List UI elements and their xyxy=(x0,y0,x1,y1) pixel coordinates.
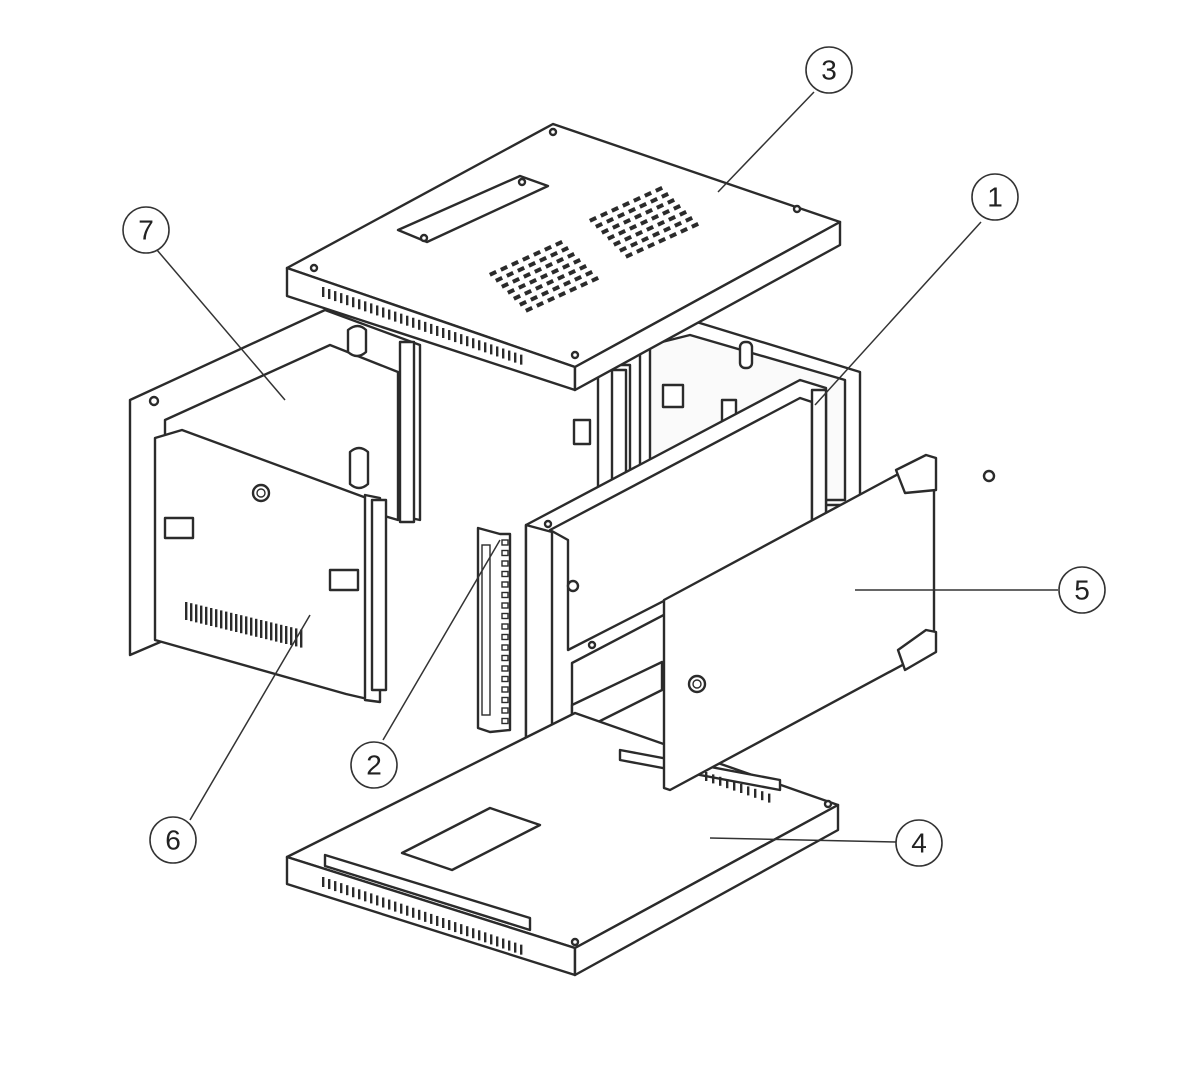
vent-slot xyxy=(245,616,248,635)
front-frame xyxy=(524,378,828,790)
rail-hole xyxy=(501,602,509,609)
vent-slot xyxy=(280,624,283,643)
vent-slot xyxy=(270,622,273,641)
callout-7-label: 7 xyxy=(138,215,154,246)
callout-5: 5 xyxy=(1058,566,1106,614)
vent-slot xyxy=(195,604,198,623)
callout-4-label: 4 xyxy=(911,828,927,859)
rail-hole xyxy=(501,539,509,546)
front-door xyxy=(662,453,996,792)
side-panel xyxy=(153,428,388,704)
mounting-rail-holes xyxy=(501,539,509,725)
vent-slot xyxy=(185,602,188,620)
leader-3 xyxy=(717,91,815,193)
rail-hole xyxy=(501,633,509,641)
leader-6 xyxy=(189,614,311,821)
vent-slot xyxy=(240,615,243,634)
vent-slot xyxy=(265,621,268,640)
rail-hole xyxy=(501,665,509,672)
rail-hole xyxy=(501,654,509,662)
vent-slot xyxy=(235,614,238,632)
callout-7: 7 xyxy=(122,206,170,254)
rail-hole xyxy=(501,675,509,683)
vent-slot xyxy=(205,606,208,625)
vent-slot xyxy=(200,605,203,624)
callout-2-label: 2 xyxy=(366,750,382,781)
vent-slot xyxy=(220,610,223,629)
vent-slot xyxy=(190,603,193,622)
rail-hole xyxy=(501,560,509,567)
vent-slot xyxy=(290,627,293,646)
callout-4: 4 xyxy=(895,819,943,867)
vent-slot xyxy=(275,623,278,642)
vent-slot xyxy=(255,618,258,637)
base-plate-edge-vents xyxy=(322,772,771,955)
vent-grille xyxy=(489,240,600,313)
vent-slot xyxy=(285,626,288,644)
callout-1-label: 1 xyxy=(987,182,1003,213)
rail-hole xyxy=(501,581,509,588)
callout-6-label: 6 xyxy=(165,825,181,856)
leader-7 xyxy=(156,249,286,401)
rail-hole xyxy=(501,644,509,651)
rail-hole xyxy=(501,591,509,599)
rail-hole xyxy=(501,549,509,557)
top-cover-vent-grilles xyxy=(489,186,700,313)
leader-2 xyxy=(382,539,501,741)
vent-grille xyxy=(588,186,700,259)
callout-5-label: 5 xyxy=(1074,575,1090,606)
vent-slot xyxy=(225,611,228,630)
vent-slot xyxy=(210,608,213,626)
rail-hole xyxy=(501,623,509,630)
rail-hole xyxy=(501,686,509,693)
vent-slot xyxy=(230,612,233,631)
top-cover-edge-vents xyxy=(322,287,523,365)
vent-slot xyxy=(260,620,263,638)
rail-hole xyxy=(501,696,509,704)
vent-slot xyxy=(300,629,303,648)
top-cover xyxy=(285,122,842,392)
rail-hole xyxy=(501,707,509,714)
vent-slot xyxy=(250,617,253,636)
callout-3-label: 3 xyxy=(821,55,837,86)
rail-hole xyxy=(501,570,509,578)
leader-lines xyxy=(156,91,1058,843)
rail-hole xyxy=(501,717,509,725)
leader-1 xyxy=(814,221,982,406)
callout-6: 6 xyxy=(149,816,197,864)
vent-slot xyxy=(215,609,218,628)
mounting-rail xyxy=(476,526,512,734)
rail-hole xyxy=(501,612,509,620)
callout-1: 1 xyxy=(971,173,1019,221)
callout-3: 3 xyxy=(805,46,853,94)
callout-2: 2 xyxy=(350,741,398,789)
leader-4 xyxy=(709,837,898,843)
